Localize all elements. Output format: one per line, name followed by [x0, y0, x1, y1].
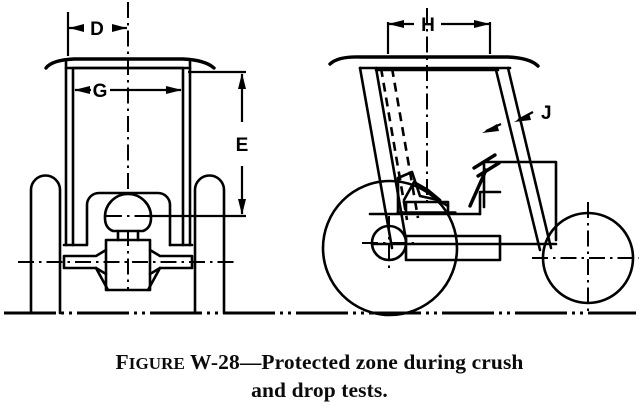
dimension-G-arrow-right [166, 86, 182, 94]
dimension-E-arrow-bottom [238, 199, 246, 215]
dimension-E-label: E [236, 135, 249, 156]
dimension-G: G [74, 81, 182, 102]
caption-figure-smallcaps: IGURE [128, 354, 185, 373]
side-view-frame-box [404, 234, 502, 262]
rops-canopy-roof [44, 57, 216, 70]
caption-line-1-rest: W-28—Protected zone during crush [184, 350, 524, 374]
side-view-rear-wheel [321, 179, 459, 317]
operator-neck-front-view [116, 229, 140, 242]
caption-figure-initial: F [115, 350, 129, 374]
dimension-H: H [386, 15, 492, 54]
technical-drawing: D G E [4, 2, 639, 317]
side-view-fender-step [478, 190, 502, 216]
dimension-G-arrow-left [74, 86, 90, 94]
operator-head-front-view [103, 192, 153, 233]
caption-line-2: and drop tests. [251, 378, 388, 403]
dimension-H-arrow-right [474, 20, 490, 28]
rops-rear-post-outer-side [506, 66, 553, 250]
callout-J-label: J [541, 103, 552, 124]
callout-J: J [514, 103, 552, 124]
dimension-D-label: D [90, 19, 104, 40]
rops-front-post-hidden-2-side [390, 67, 420, 219]
side-view-steering-wheel-rim [476, 161, 501, 178]
dimension-E-arrow-top [238, 73, 246, 89]
axle-housing-taper-right [146, 266, 162, 292]
side-view-operator-body [402, 180, 442, 202]
side-view-steering-wheel [472, 153, 497, 170]
front-view-left-tire [29, 174, 62, 315]
rops-front-post-outer-side [358, 66, 394, 250]
figure-caption: FIGURE W-28—Protected zone during crush … [0, 340, 639, 418]
zone-boundary-arrow [482, 123, 502, 133]
dimension-E: E [148, 70, 249, 218]
dimension-D-arrow-left [69, 24, 84, 32]
dimension-D: D [66, 12, 127, 56]
dimension-D-arrow-right [112, 24, 127, 32]
dimension-H-arrow-left [388, 20, 404, 28]
rops-canopy-roof-side [328, 55, 540, 68]
dimension-H-label: H [421, 15, 435, 36]
drawing-svg: D G E [4, 2, 639, 317]
callout-J-arrow [514, 113, 531, 122]
rops-front-post-hidden-side [379, 67, 409, 221]
side-view-hood-block [482, 160, 558, 242]
side-view-group: H J [321, 8, 639, 317]
front-view-group: D G E [18, 2, 249, 315]
rops-front-post-inner-side [374, 66, 408, 242]
zone-boundary-arrow-head [482, 124, 499, 133]
axle-housing-taper-left [94, 266, 110, 292]
front-view-right-tire [193, 174, 226, 315]
dimension-G-label: G [93, 81, 108, 102]
side-view-steering-column [468, 168, 488, 208]
rops-rear-post-inner-side [494, 68, 542, 252]
caption-line-1: FIGURE W-28—Protected zone during crush [0, 348, 639, 376]
